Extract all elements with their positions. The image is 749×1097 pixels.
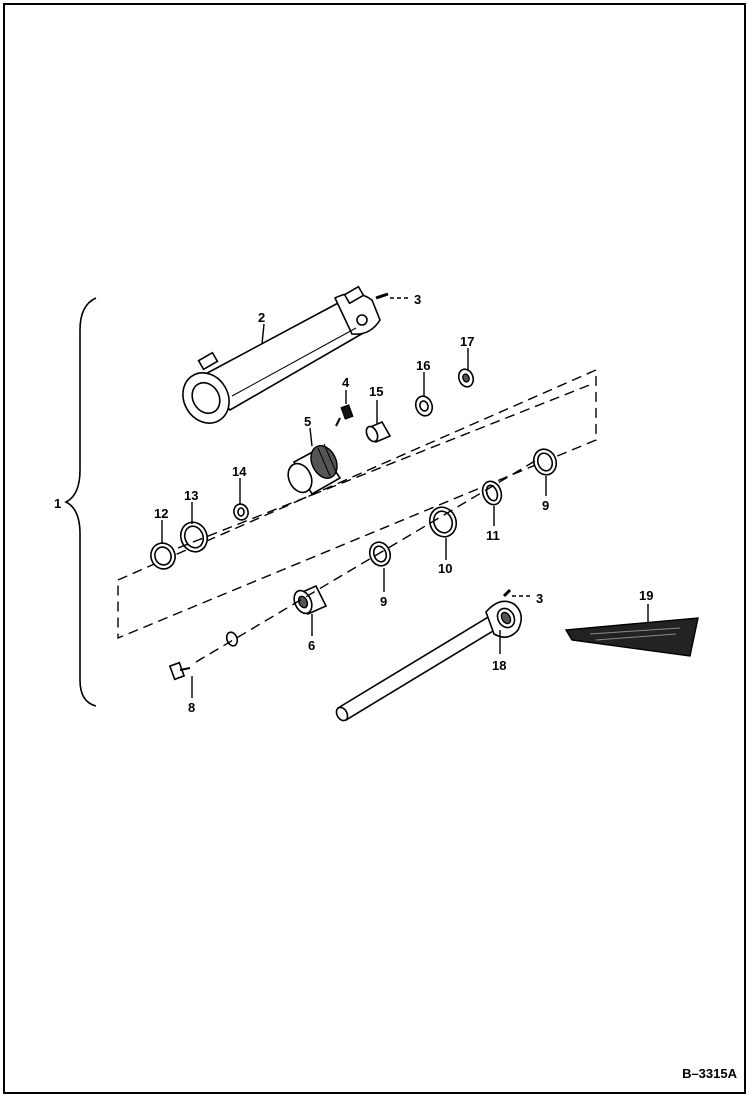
decal-part — [564, 617, 699, 657]
assembly-brace — [64, 297, 97, 707]
axis-line-lower — [195, 457, 541, 663]
callout-9-upper: 9 — [542, 498, 549, 513]
callout-2: 2 — [258, 310, 265, 325]
callout-8: 8 — [188, 700, 195, 715]
bolt-part — [168, 661, 191, 681]
bleed-screw-part — [375, 292, 408, 300]
callout-5: 5 — [304, 414, 311, 429]
callout-16: 16 — [416, 358, 430, 373]
callout-12: 12 — [154, 506, 168, 521]
figure-code: B–3315A — [682, 1066, 737, 1081]
washer-part — [225, 631, 239, 647]
axis-line-upper — [177, 383, 593, 549]
callout-18: 18 — [492, 658, 506, 673]
callout-13: 13 — [184, 488, 198, 503]
callout-9-lower: 9 — [380, 594, 387, 609]
callout-11: 11 — [486, 528, 500, 543]
head-gland-part — [287, 443, 342, 496]
callout-3-bottom: 3 — [536, 591, 543, 606]
callout-6: 6 — [308, 638, 315, 653]
callout-19: 19 — [639, 588, 653, 603]
diagram-frame — [3, 3, 746, 1094]
leader-5 — [309, 427, 313, 447]
callout-1: 1 — [54, 496, 61, 511]
callout-14: 14 — [232, 464, 247, 479]
set-screw-part — [335, 404, 354, 427]
piston-part — [293, 584, 328, 616]
callout-4: 4 — [342, 375, 350, 390]
grease-fitting-part — [502, 588, 530, 598]
piston-rod-part — [335, 600, 522, 722]
callout-3-top: 3 — [414, 292, 421, 307]
callout-10: 10 — [438, 561, 452, 576]
spacer-part — [365, 420, 392, 444]
barrel-part — [182, 285, 381, 424]
callout-15: 15 — [369, 384, 383, 399]
callout-17: 17 — [460, 334, 474, 349]
seal-kit-boundary — [117, 368, 597, 640]
leader-2 — [261, 323, 265, 345]
